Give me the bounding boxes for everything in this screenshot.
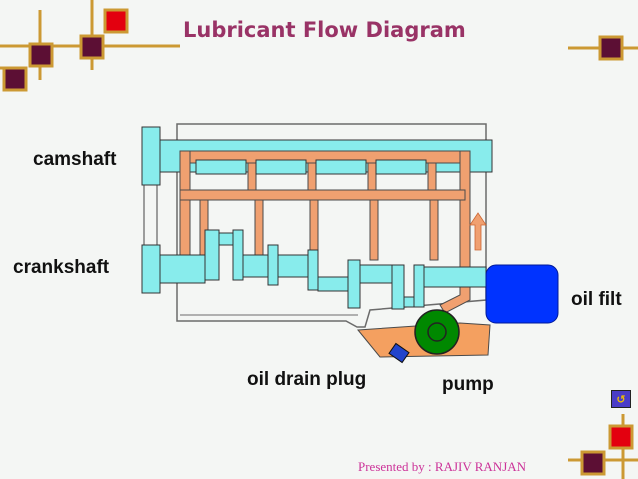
engine-block-outline [176,123,487,328]
oil-gallery-right [459,150,471,270]
return-button[interactable]: ↺ [611,390,631,408]
oil-pump [414,309,460,355]
pump-label: pump [442,374,494,395]
slide-title: Lubricant Flow Diagram [183,18,466,42]
camshaft-label: camshaft [33,149,117,170]
flow-arrow-up [469,212,487,251]
cam-lobes [195,159,427,175]
oil-passages [179,150,471,314]
crankshaft-end-block [141,244,161,294]
oil-filter-label: oil filt [571,289,622,310]
engine-diagram [141,123,559,364]
oil-filter [485,264,559,324]
top-right-decoration [568,35,638,61]
oil-drain-plug [388,342,410,364]
oil-gallery-left [179,150,191,256]
camshaft-end-block [141,126,161,186]
oil-drain-plug-label: oil drain plug [247,369,367,390]
top-left-decoration [0,0,180,92]
return-icon: ↺ [616,392,626,406]
oil-gallery-middle [179,189,466,201]
crankshaft-label: crankshaft [13,257,110,278]
bottom-right-decoration [568,414,638,479]
crankshaft [159,229,487,310]
footer-credit: Presented by : RAJIV RANJAN [358,459,527,474]
